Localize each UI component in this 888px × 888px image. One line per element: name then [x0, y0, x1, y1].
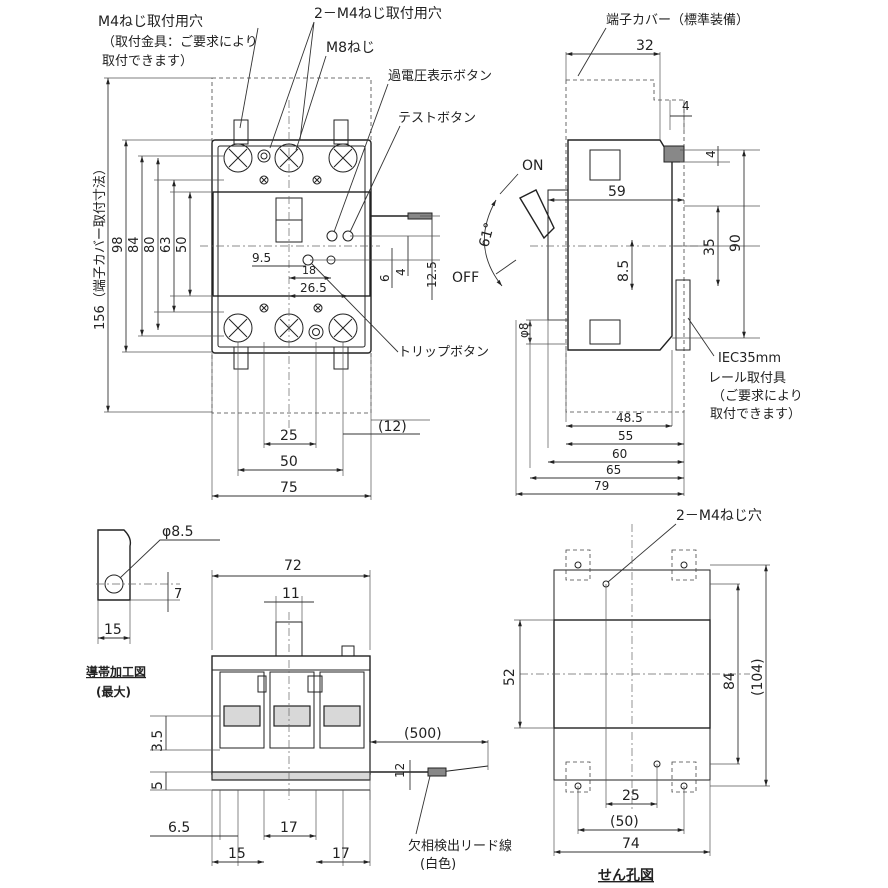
drill-hole-2: [680, 561, 688, 569]
dim-80: 80: [143, 236, 158, 253]
dim-15-conductor: 15: [104, 622, 122, 638]
label-cover: 端子カバー（標準装備）: [606, 12, 749, 28]
dim-35: 35: [702, 238, 718, 256]
dim-72: 72: [284, 558, 302, 574]
dim-500: (500): [404, 726, 442, 742]
dim-84-drill: 84: [722, 672, 738, 690]
dim-79: 79: [594, 479, 609, 493]
label-drill-2m4: 2－M4ねじ穴: [676, 508, 762, 524]
dim-26-5: 26.5: [300, 281, 327, 295]
dim-4: 4: [394, 268, 408, 276]
bottom-view: 72 11 (500) 12 3.5: [150, 558, 512, 872]
label-rail-2: レール取付具: [708, 371, 786, 386]
mount-tab-bottom-right: [333, 346, 349, 370]
label-conductor-max: (最大): [96, 684, 131, 699]
breaker-body: [211, 139, 372, 354]
dim-7: 7: [174, 587, 182, 602]
dim-48-5: 48.5: [616, 411, 643, 425]
label-m4-note-2: 取付できます）: [102, 54, 193, 69]
label-m4-hole: M4ねじ取付用穴: [98, 14, 203, 30]
dim-12: 12: [393, 763, 407, 778]
label-trip: トリップボタン: [398, 345, 489, 360]
dim-55: 55: [618, 429, 633, 443]
dim-75: 75: [280, 480, 298, 496]
terminal-cover-outline: [211, 77, 372, 414]
mount-tab-bottom-left: [233, 346, 249, 370]
dim-9-5: 9.5: [252, 251, 271, 265]
side-view: 端子カバー（標準装備） ON OFF 61° 32 4 4 59 35 90: [452, 12, 803, 496]
dim-6: 6: [378, 274, 392, 282]
label-rail-1: IEC35mm: [718, 351, 781, 366]
dim-25: 25: [280, 428, 298, 444]
dim-11: 11: [282, 586, 300, 602]
dim-12-paren: (12): [378, 419, 407, 435]
dim-phi8: φ8: [517, 322, 531, 338]
dim-60: 60: [612, 447, 627, 461]
label-drill-title: せん孔図: [598, 868, 654, 884]
dim-84: 84: [127, 236, 142, 253]
dim-4a: 4: [682, 99, 690, 113]
dim-104: (104): [750, 658, 766, 696]
label-2m4: 2－M4ねじ取付用穴: [314, 6, 442, 22]
top-terminals: [223, 143, 358, 185]
dim-90: 90: [728, 234, 744, 252]
bottom-terminals-row: [219, 671, 365, 749]
label-rail-3: （ご要求により: [712, 388, 803, 404]
dim-8-5: 8.5: [616, 260, 632, 282]
label-lead-2: (白色): [420, 856, 456, 872]
dim-17b: 17: [332, 846, 350, 862]
label-off: OFF: [452, 270, 479, 286]
dim-18: 18: [302, 264, 316, 277]
handle-panel: [212, 191, 371, 297]
conductor-bar: [97, 529, 132, 601]
dim-5: 5: [150, 781, 166, 790]
dim-65: 65: [606, 463, 621, 477]
dim-17a: 17: [280, 820, 298, 836]
dim-74: 74: [622, 836, 640, 852]
drill-view: 2－M4ねじ穴 52 84 (104) 25 (50) 74 せん孔図: [502, 508, 770, 884]
dim-156: 156（端子カバー取付寸法）: [93, 162, 108, 330]
label-overvoltage: 過電圧表示ボタン: [388, 69, 492, 84]
label-m4-note-1: （取付金具：ご要求により: [102, 34, 258, 50]
conductor-view: φ8.5 7 15 導帯加工図 (最大): [86, 524, 220, 699]
drill-hole-1: [574, 561, 582, 569]
dim-98: 98: [111, 236, 126, 253]
dim-52: 52: [502, 668, 518, 686]
dim-32: 32: [636, 38, 654, 54]
dim-59: 59: [608, 184, 626, 200]
dim-3-5: 3.5: [150, 730, 166, 752]
label-on: ON: [522, 158, 544, 174]
overvoltage-button: [326, 230, 338, 242]
dim-phi8-5: φ8.5: [162, 524, 194, 540]
dim-50-drill: (50): [610, 814, 639, 830]
dim-15-bottom: 15: [228, 846, 246, 862]
label-conductor-title: 導帯加工図: [86, 664, 146, 679]
dim-6-5: 6.5: [168, 820, 190, 836]
label-m8: M8ねじ: [326, 40, 375, 56]
bottom-terminals: [223, 303, 358, 343]
side-handle: [519, 189, 555, 240]
front-view: M4ねじ取付用穴 （取付金具：ご要求により 取付できます） 2－M4ねじ取付用穴…: [93, 6, 492, 500]
label-rail-4: 取付できます）: [710, 407, 801, 422]
dim-50-v: 50: [175, 236, 190, 253]
breaker-inner-frame: [217, 145, 366, 348]
label-test: テストボタン: [398, 111, 476, 126]
dim-61: 61°: [476, 221, 498, 249]
label-lead-1: 欠相検出リード線: [408, 838, 512, 854]
dim-63: 63: [159, 236, 174, 253]
dim-25-drill: 25: [622, 788, 640, 804]
dim-50-h: 50: [280, 454, 298, 470]
dim-4b: 4: [704, 150, 718, 158]
